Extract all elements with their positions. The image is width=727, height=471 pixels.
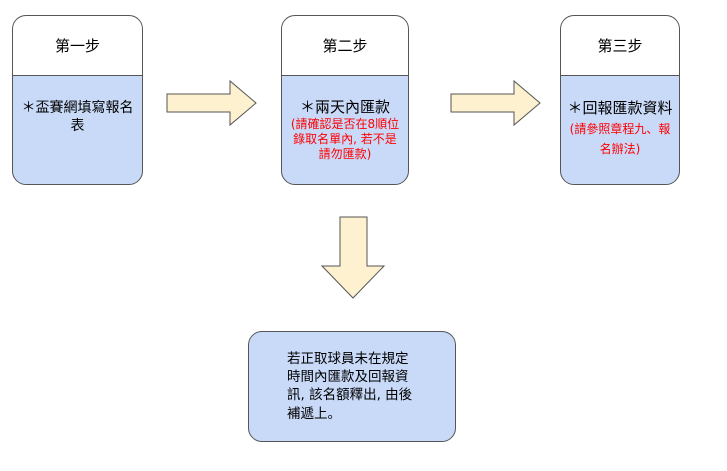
step2-text: ＊兩天內匯款 xyxy=(299,98,390,116)
footnote-text: 若正取球員未在規定時間內匯款及回報資訊, 該名額釋出, 由後補遞上。 xyxy=(287,351,413,422)
arrow-step2-to-step3 xyxy=(450,79,541,127)
step1-title: 第一步 xyxy=(12,15,143,76)
step2-note: (請確認是否在8順位錄取名單內, 若不是請勿匯款) xyxy=(290,116,400,161)
arrow-down-to-note xyxy=(320,216,386,299)
step3-title: 第三步 xyxy=(560,15,680,76)
step1-box: ＊盃賽網填寫報名表 xyxy=(12,75,143,185)
footnote-box: 若正取球員未在規定時間內匯款及回報資訊, 該名額釋出, 由後補遞上。 xyxy=(248,331,456,442)
arrow-step1-to-step2 xyxy=(166,79,257,127)
step3-note: (請參照章程九、報名辦法) xyxy=(569,122,671,156)
step3-box: ＊回報匯款資料 (請參照章程九、報名辦法) xyxy=(560,75,680,185)
step2-box: ＊兩天內匯款 (請確認是否在8順位錄取名單內, 若不是請勿匯款) xyxy=(281,75,409,185)
step1-text: ＊盃賽網填寫報名表 xyxy=(21,100,134,134)
step3-text: ＊回報匯款資料 xyxy=(567,99,673,117)
step2-title: 第二步 xyxy=(281,15,409,76)
